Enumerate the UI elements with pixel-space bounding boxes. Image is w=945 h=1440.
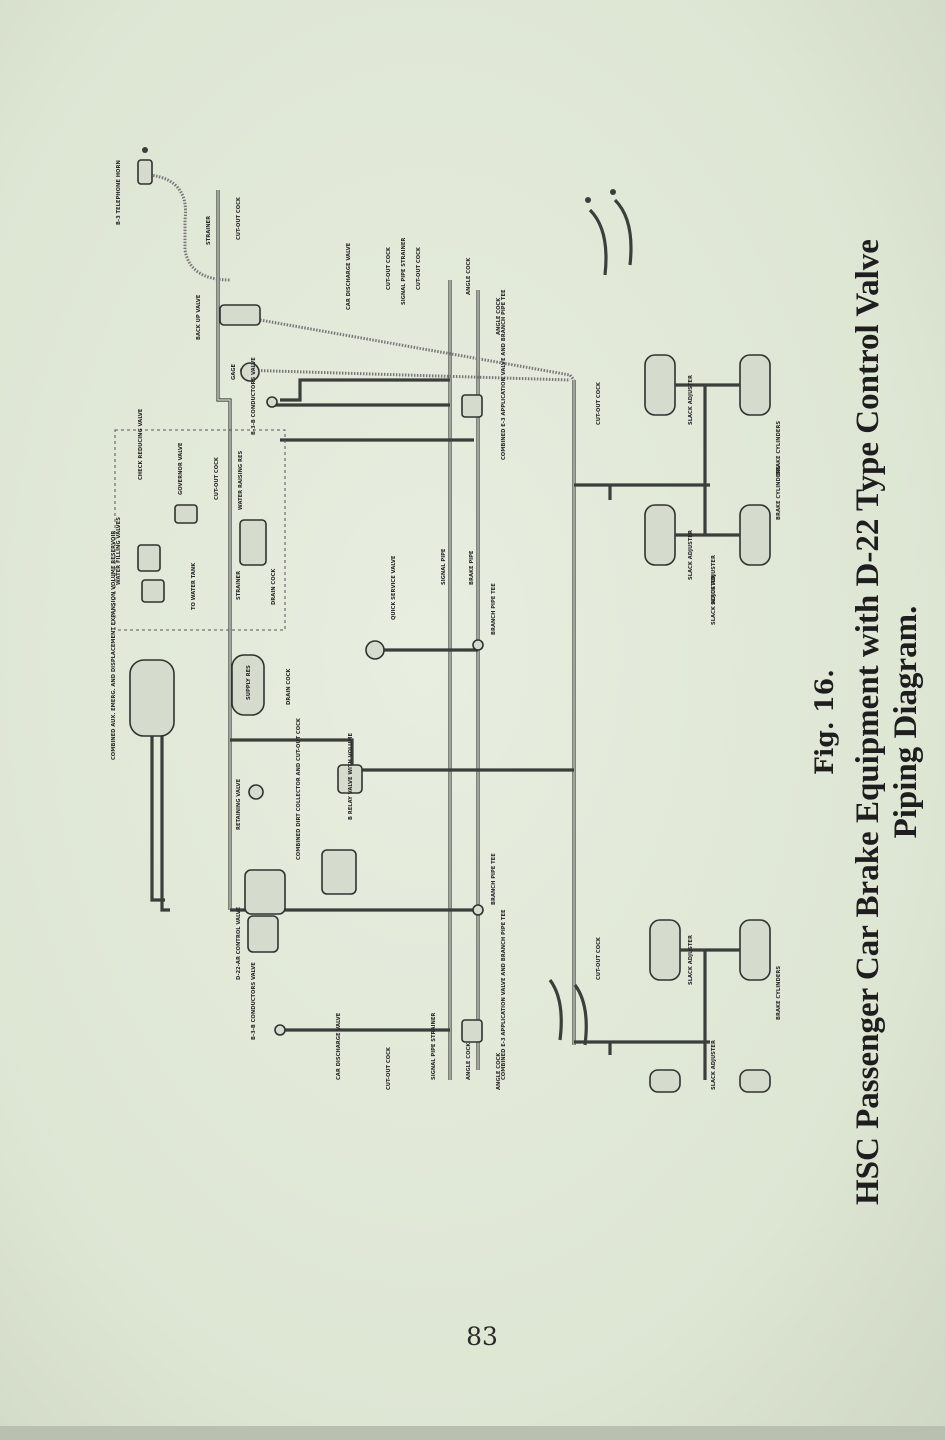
- branch-pipe-tee-icon: [472, 639, 484, 916]
- label-angle-cock-top: ANGLE COCK: [466, 257, 472, 295]
- supply-line: [216, 190, 232, 910]
- label-water-filling-valves: WATER FILLING VALVES: [116, 517, 122, 585]
- flexible-line-top: [149, 173, 231, 282]
- scanner-edge: [0, 1426, 945, 1440]
- label-cutout-cock-d: CUT-OUT COCK: [214, 456, 220, 500]
- label-gage: GAGE: [231, 363, 237, 380]
- label-strainer-mid: STRAINER: [236, 571, 242, 600]
- label-cutout-cock-f: CUT-OUT COCK: [386, 1046, 392, 1090]
- label-water-raising-res: WATER RAISING RES: [238, 450, 244, 510]
- label-check-reducing-valve: CHECK REDUCING VALVE: [138, 408, 144, 480]
- label-quick-service-valve: QUICK SERVICE VALVE: [391, 555, 397, 620]
- label-angle-cock-bottom2: ANGLE COCK: [496, 1052, 502, 1090]
- label-car-discharge-top: CAR DISCHARGE VALVE: [346, 242, 352, 310]
- label-cutout-cock-e: CUT-OUT COCK: [596, 936, 602, 980]
- gage-icon: [240, 362, 260, 382]
- supply-reservoir-icon: [231, 654, 265, 716]
- quick-service-valve-icon: [365, 640, 385, 660]
- label-signal-pipe: SIGNAL PIPE: [441, 548, 447, 585]
- label-governor-valve: GOVERNOR VALVE: [178, 442, 184, 495]
- retaining-valve-icon: [248, 784, 264, 800]
- label-telephone-horn: B-3 TELEPHONE HORN: [116, 160, 122, 225]
- water-raising-reservoir-icon: [239, 519, 267, 566]
- label-slack-adjuster-c: SLACK ADJUSTER: [711, 555, 717, 605]
- label-car-discharge-bottom: CAR DISCHARGE VALVE: [336, 1012, 342, 1080]
- label-combined-application-top: COMBINED E-3 APPLICATION VALVE AND BRANC…: [501, 289, 507, 460]
- combined-reservoir-icon: [129, 659, 175, 737]
- label-cutout-cock-top: CUT-OUT COCK: [236, 196, 242, 240]
- label-strainer-top: STRAINER: [206, 216, 212, 245]
- label-combined-dirt-collector: COMBINED DIRT COLLECTOR AND CUT-OUT COCK: [296, 717, 302, 860]
- figure-title-line2: Piping Diagram.: [888, 605, 924, 839]
- label-slack-adjuster-f: SLACK ADJUSTER: [711, 1040, 717, 1090]
- label-cutout-cock-c: CUT-OUT COCK: [596, 381, 602, 425]
- dirt-collector-icon: [321, 849, 357, 895]
- water-raising-enclosure: [114, 429, 286, 631]
- dotted-supply-line: [259, 318, 576, 381]
- conductors-valve-top-icon: [266, 396, 278, 408]
- page-number: 83: [466, 1322, 498, 1351]
- label-signal-pipe-strainer-bottom: SIGNAL PIPE STRAINER: [431, 1013, 437, 1080]
- label-cutout-cock-a: CUT-OUT COCK: [386, 246, 392, 290]
- label-combined-application-bottom: COMBINED E-3 APPLICATION VALVE AND BRANC…: [501, 909, 507, 1080]
- label-drain-cock-mid: DRAIN COCK: [271, 568, 277, 605]
- label-drain-cock-supply: DRAIN COCK: [286, 668, 292, 705]
- label-brake-cylinders-c: BRAKE CYLINDERS: [776, 966, 782, 1020]
- application-valve-bottom-icon: [461, 1019, 483, 1043]
- label-control-valve: D-22-AR CONTROL VALVE: [236, 906, 242, 980]
- label-combined-reservoir: COMBINED AUX. EMERG. AND DISPLACEMENT EX…: [111, 531, 117, 760]
- label-angle-cock-top2: ANGLE COCK: [496, 297, 502, 335]
- control-valve-icon: [244, 869, 286, 953]
- label-angle-cock-bottom: ANGLE COCK: [466, 1042, 472, 1080]
- label-relay-valve: B RELAY VALVE WITH VOLUME: [348, 733, 354, 820]
- telephone-horn-icon: [137, 147, 153, 185]
- governor-valve-icon: [174, 504, 198, 524]
- water-filling-valves-icon: [137, 544, 165, 603]
- label-brake-cylinders-b: BRAKE CYLINDERS: [776, 466, 782, 520]
- figure-number: Fig. 16.: [810, 669, 839, 775]
- truck-top-icon: [644, 354, 771, 566]
- label-cutout-cock-b: CUT-OUT COCK: [416, 246, 422, 290]
- label-slack-adjuster-d: SLACK ADJUSTER: [711, 575, 717, 625]
- truck-bottom-icon: [649, 919, 771, 1093]
- label-branch-pipe-tee-a: BRANCH PIPE TEE: [491, 583, 497, 635]
- label-brake-cylinders-a: BRAKE CYLINDERS: [776, 421, 782, 475]
- label-slack-adjuster-a: SLACK ADJUSTER: [688, 375, 694, 425]
- hose-top-icon: [585, 189, 633, 276]
- conductors-valve-bottom-icon: [274, 1024, 286, 1036]
- figure-title-line1: HSC Passenger Car Brake Equipment with D…: [850, 239, 886, 1205]
- label-slack-adjuster-e: SLACK ADJUSTER: [688, 935, 694, 985]
- figure-caption: Fig. 16. HSC Passenger Car Brake Equipme…: [810, 172, 924, 1272]
- label-conductors-valve-top: B-3-B CONDUCTORS VALVE: [251, 357, 257, 435]
- label-slack-adjuster-b: SLACK ADJUSTER: [688, 530, 694, 580]
- application-valve-top-icon: [461, 394, 483, 418]
- hose-bottom-icon: [548, 979, 588, 1046]
- label-back-up-valve: BACK UP VALVE: [196, 294, 202, 340]
- relay-valve-icon: [337, 764, 363, 794]
- piping-diagram: B-3 TELEPHONE HORN STRAINER CUT-OUT COCK…: [111, 147, 782, 1093]
- label-signal-pipe-strainer-top: SIGNAL PIPE STRAINER: [401, 238, 407, 305]
- back-up-valve-icon: [219, 304, 261, 326]
- label-brake-pipe: BRAKE PIPE: [469, 550, 475, 585]
- label-conductors-valve-bottom: B-3-B CONDUCTORS VALVE: [251, 962, 257, 1040]
- label-branch-pipe-tee-b: BRANCH PIPE TEE: [491, 853, 497, 905]
- label-supply-res: SUPPLY RES: [246, 665, 252, 700]
- label-retaining-valve: RETAINING VALVE: [236, 778, 242, 830]
- label-to-water-tank: TO WATER TANK: [191, 562, 197, 610]
